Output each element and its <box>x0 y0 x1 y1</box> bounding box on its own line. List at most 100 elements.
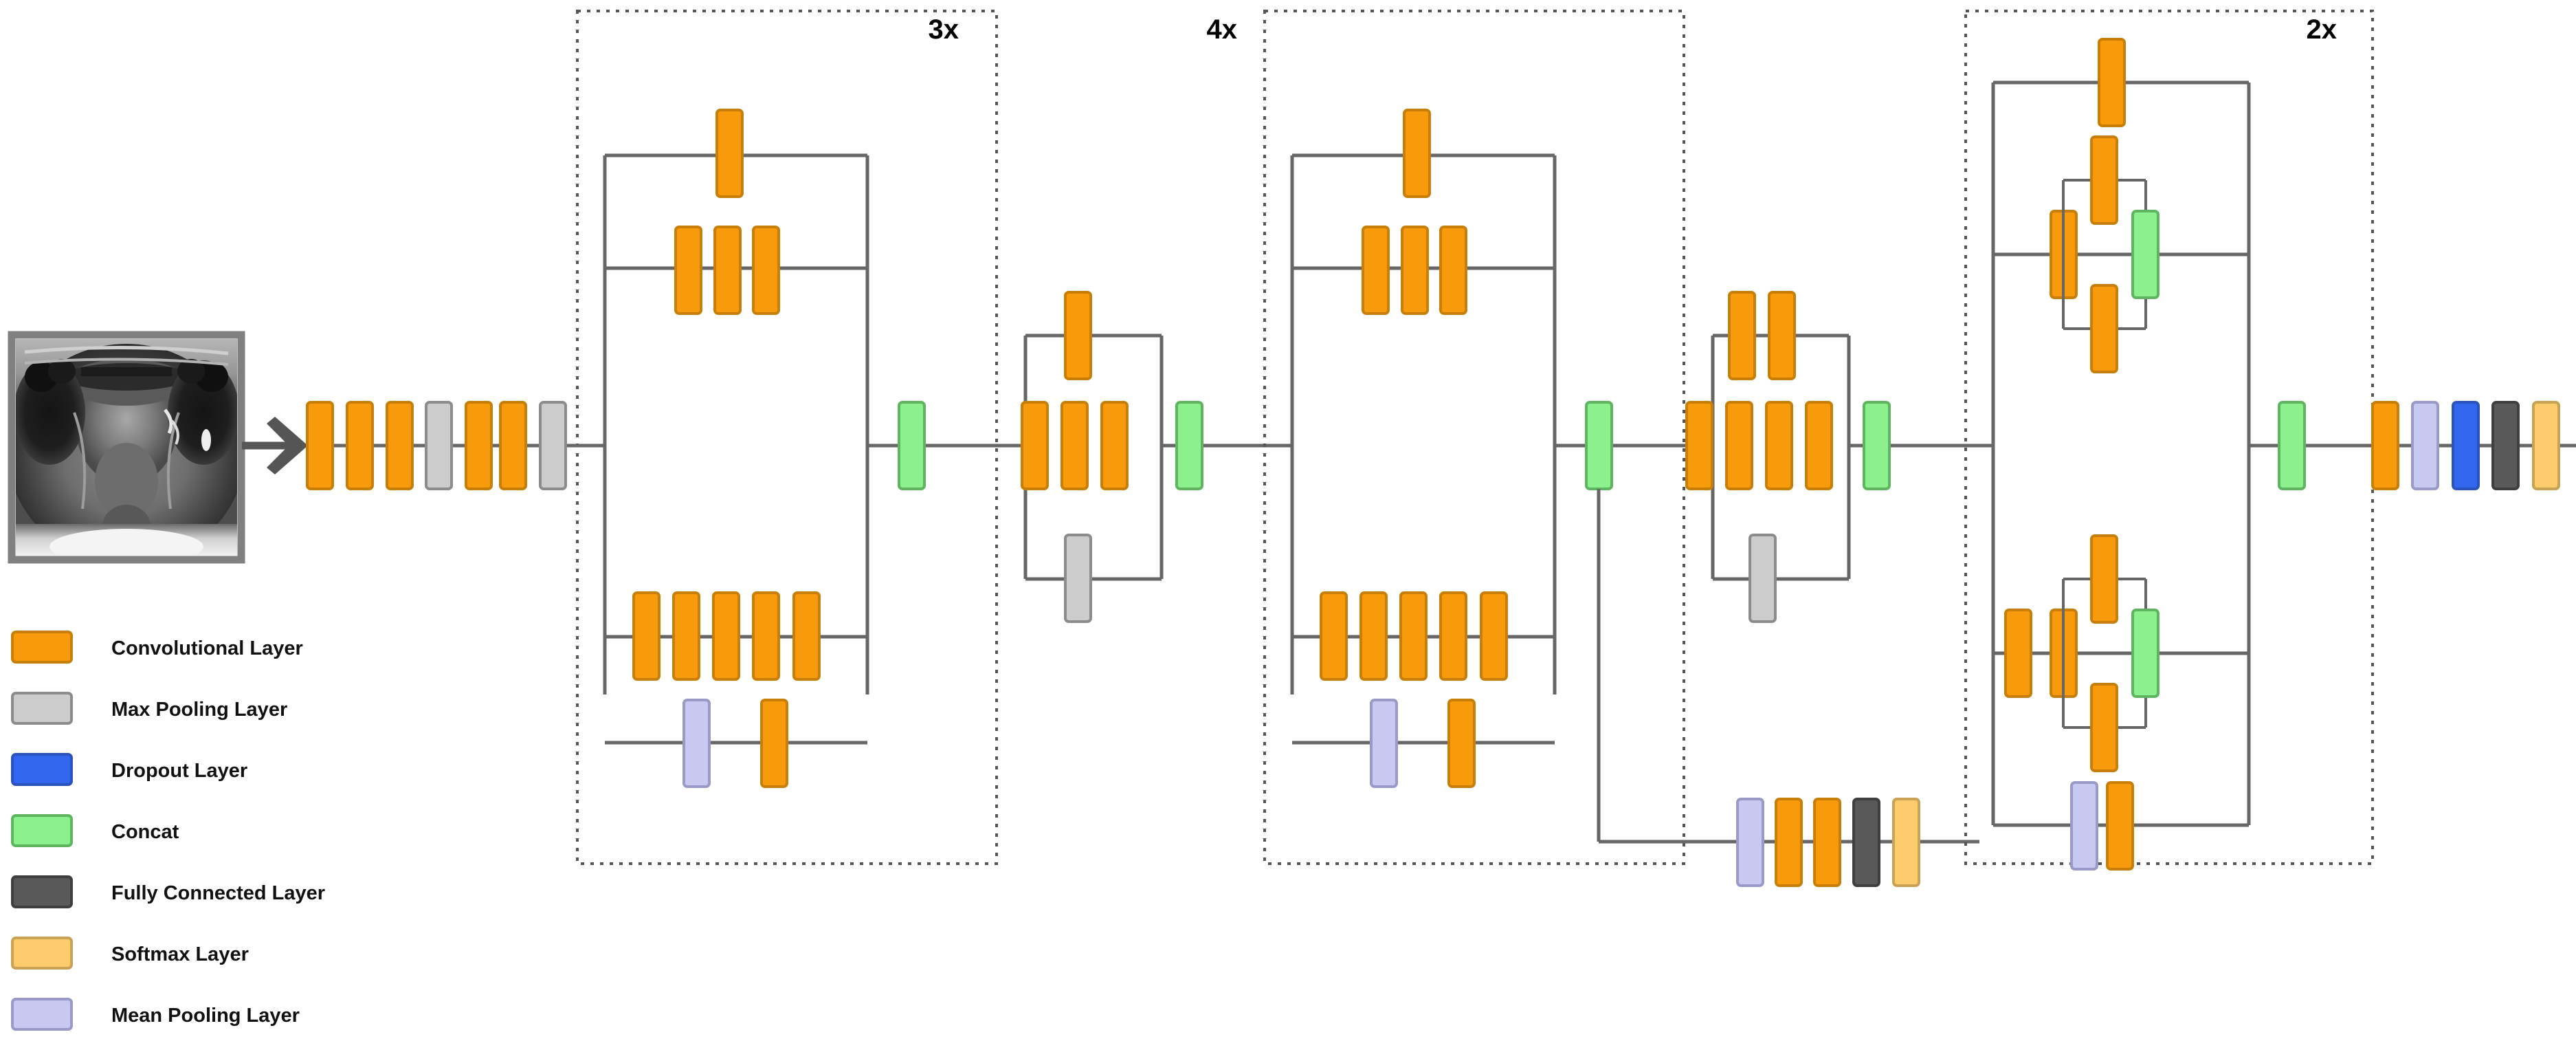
b1-branch1-conv-1 <box>715 109 744 198</box>
legend-label-meanpool: Mean Pooling Layer <box>111 1005 300 1027</box>
rb-branch1-conv-2 <box>1768 291 1796 380</box>
b1-branch3-conv-4 <box>752 591 780 681</box>
fc-swatch-icon <box>11 875 73 908</box>
legend-item-fully-connected-layer: Fully Connected Layer <box>11 875 325 908</box>
legend-item-dropout-layer: Dropout Layer <box>11 753 247 786</box>
b1-branch2-conv-2 <box>713 226 742 315</box>
stem-maxpool-2 <box>539 401 567 490</box>
b1-branch3-conv-5 <box>792 591 821 681</box>
head-fully-connected <box>2491 401 2520 490</box>
head-meanpool <box>2411 401 2439 490</box>
legend-item-convolutional-layer: Convolutional Layer <box>11 631 303 664</box>
ra-branch1-conv <box>1064 291 1092 380</box>
b3-branch2-concat <box>2131 210 2159 299</box>
rb-branch2-conv-3 <box>1765 401 1793 490</box>
b3-branch2-conv-up <box>2090 135 2118 225</box>
b1-branch3-conv-3 <box>712 591 740 681</box>
ra-branch3-maxpool <box>1064 534 1092 623</box>
aux-meanpool <box>1736 798 1764 887</box>
b3-branch3-concat <box>2131 609 2159 698</box>
b1-branch2-conv-1 <box>674 226 702 315</box>
mri-pixels <box>16 339 237 556</box>
b2-branch2-conv-2 <box>1401 226 1429 315</box>
b3-branch3-conv-up <box>2090 534 2118 624</box>
rb-branch1-conv-1 <box>1728 291 1756 380</box>
b2-branch3-conv-3 <box>1399 591 1428 681</box>
rb-branch2-conv-4 <box>1805 401 1833 490</box>
b3-branch1-conv-1 <box>2098 38 2126 127</box>
aux-fully-connected <box>1852 798 1880 887</box>
b1-branch4-meanpool <box>682 699 711 788</box>
legend-item-concat: Concat <box>11 814 179 847</box>
b3-branch4-conv <box>2106 781 2134 871</box>
concat-swatch-icon <box>11 814 73 847</box>
stem-conv-5 <box>499 401 527 490</box>
stem-conv-2 <box>346 401 374 490</box>
stem-conv-3 <box>386 401 414 490</box>
rb-branch2-conv-1 <box>1685 401 1713 490</box>
reduction-block-b <box>1685 291 1979 623</box>
ra-branch2-conv-3 <box>1100 401 1129 490</box>
b2-branch4-conv <box>1447 699 1476 788</box>
stem-maxpool-1 <box>425 401 453 490</box>
b3-branch3-conv-down <box>2090 683 2118 772</box>
maxpool-swatch-icon <box>11 692 73 725</box>
head-conv <box>2371 401 2399 490</box>
input-mri-image <box>8 331 245 564</box>
legend-label-maxpool: Max Pooling Layer <box>111 699 287 721</box>
legend-label-conv: Convolutional Layer <box>111 637 303 659</box>
rb-branch2-conv-2 <box>1725 401 1753 490</box>
ra-branch2-conv-2 <box>1061 401 1089 490</box>
legend-label-concat: Concat <box>111 821 179 843</box>
input-arrow-icon <box>242 417 308 474</box>
legend-label-fc: Fully Connected Layer <box>111 882 325 904</box>
softmax-swatch-icon <box>11 937 73 970</box>
repeat-label-4x: 4x <box>1207 14 1238 45</box>
legend-item-max-pooling-layer: Max Pooling Layer <box>11 692 287 725</box>
auxiliary-classifier-branch <box>1597 489 1979 887</box>
output-head <box>2371 401 2576 490</box>
b1-branch3-conv-1 <box>632 591 660 681</box>
b2-branch4-meanpool <box>1370 699 1398 788</box>
inception-block-4x <box>1290 109 1691 788</box>
b3-branch3-conv-1 <box>2004 609 2032 698</box>
legend-item-mean-pooling-layer: Mean Pooling Layer <box>11 998 300 1031</box>
b2-branch1-conv-1 <box>1403 109 1431 198</box>
legend: Convolutional Layer Max Pooling Layer Dr… <box>11 631 325 1031</box>
head-dropout <box>2452 401 2480 490</box>
ra-branch2-conv-1 <box>1021 401 1049 490</box>
inception-block-2x-border <box>1964 10 2374 865</box>
b1-concat <box>898 401 926 490</box>
legend-item-softmax-layer: Softmax Layer <box>11 937 249 970</box>
inception-block-4x-border <box>1263 10 1685 865</box>
stem-block <box>306 401 576 490</box>
b3-branch4-meanpool <box>2070 781 2098 871</box>
inception-block-3x <box>576 109 1003 788</box>
b2-branch2-conv-3 <box>1439 226 1467 315</box>
dropout-swatch-icon <box>11 753 73 786</box>
b2-branch3-conv-5 <box>1480 591 1508 681</box>
repeat-label-3x: 3x <box>929 14 959 45</box>
aux-conv-2 <box>1813 798 1841 887</box>
repeat-label-2x: 2x <box>2307 14 2338 45</box>
legend-label-dropout: Dropout Layer <box>111 760 247 782</box>
b2-branch3-conv-1 <box>1320 591 1348 681</box>
b1-branch2-conv-3 <box>752 226 780 315</box>
b2-concat <box>1585 401 1613 490</box>
b3-concat <box>2278 401 2306 490</box>
meanpool-swatch-icon <box>11 998 73 1031</box>
ra-concat <box>1175 401 1203 490</box>
legend-label-softmax: Softmax Layer <box>111 943 249 965</box>
b2-branch3-conv-4 <box>1439 591 1467 681</box>
aux-softmax <box>1892 798 1920 887</box>
stem-conv-1 <box>306 401 334 490</box>
conv-swatch-icon <box>11 631 73 664</box>
reduction-block-a <box>1003 291 1292 623</box>
b1-branch3-conv-2 <box>672 591 700 681</box>
aux-conv-1 <box>1775 798 1803 887</box>
inception-block-2x <box>1979 38 2378 871</box>
stem-conv-4 <box>465 401 493 490</box>
rb-concat <box>1863 401 1891 490</box>
